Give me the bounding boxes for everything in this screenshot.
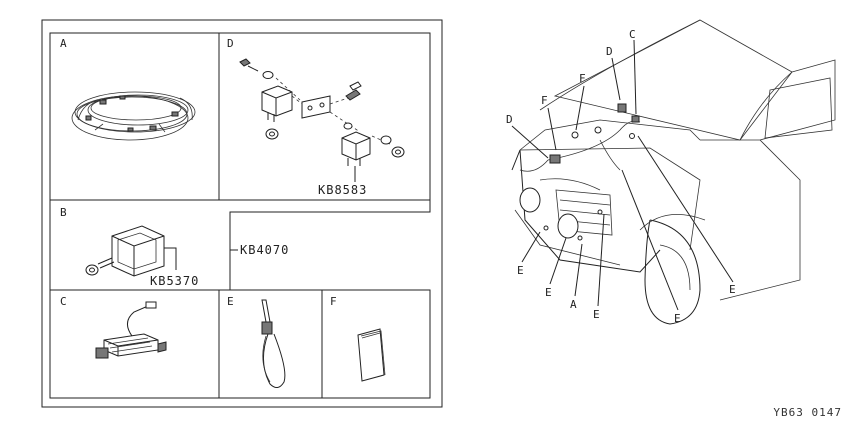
vehicle-callout-e2: E [545, 286, 552, 299]
panel-c-letter: C [60, 295, 67, 308]
sub-harness-icon [95, 301, 167, 359]
relay-part-number: KB8583 [318, 183, 367, 197]
vehicle-callout-a: A [570, 298, 577, 311]
vehicle-callout-d1: D [506, 113, 513, 126]
vehicle-callout-d2: D [606, 45, 613, 58]
figure-code: YB63 0147 [773, 406, 842, 419]
vehicle-callout-c: C [629, 28, 636, 41]
instruction-sheet-icon [357, 328, 386, 382]
vehicle-callout-f2: F [579, 72, 586, 85]
connector-icon [85, 225, 177, 277]
cable-tie-icon [261, 299, 286, 388]
panel-e-letter: E [227, 295, 234, 308]
vehicle-illustration [511, 19, 836, 325]
vehicle-callout-e3: E [593, 308, 600, 321]
callout-leaders [511, 39, 734, 311]
vehicle-callout-e5: E [729, 283, 736, 296]
vehicle-callout-e4: E [674, 312, 681, 325]
connector-part-number: KB5370 [150, 274, 199, 288]
kit-part-number: KB4070 [240, 243, 289, 257]
panel-f-letter: F [330, 295, 337, 308]
panel-b-letter: B [60, 206, 67, 219]
parts-kit-frame [41, 19, 443, 408]
wire-harness-icon [71, 91, 196, 141]
panel-d-letter: D [227, 37, 234, 50]
vehicle-callout-e1: E [517, 264, 524, 277]
panel-a-letter: A [60, 37, 67, 50]
relay-bracket-icon [239, 58, 405, 182]
vehicle-callout-f1: F [541, 94, 548, 107]
